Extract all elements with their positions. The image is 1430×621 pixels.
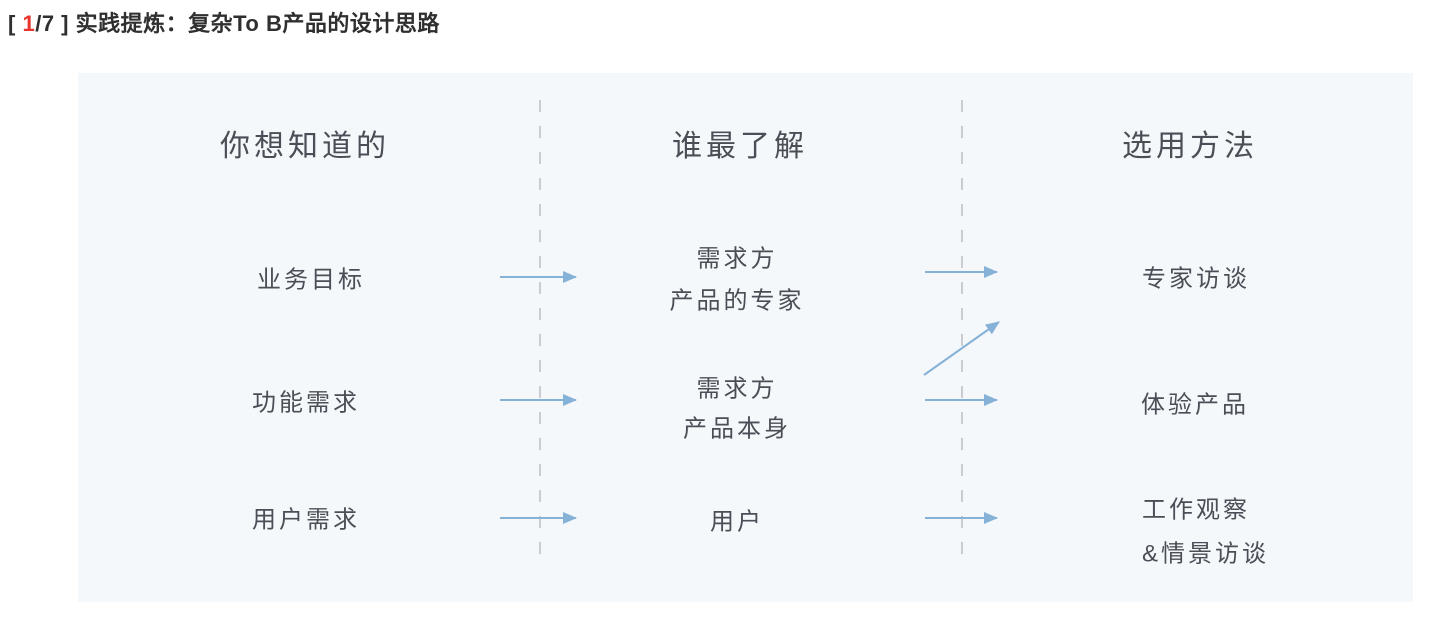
row3-method-label-line1: 工作观察	[1142, 496, 1250, 524]
page-title-bracket-open: [	[8, 11, 23, 36]
row2-method-label: 体验产品	[1141, 391, 1249, 419]
column-header-who-knows-best: 谁最了解	[672, 130, 808, 163]
row1-method-label: 专家访谈	[1142, 265, 1250, 293]
row1-who-label-line1: 需求方	[696, 245, 778, 273]
page-title-text: 实践提炼：复杂To B产品的设计思路	[75, 11, 440, 36]
row2-who-label-line2: 产品本身	[683, 415, 791, 443]
diagram-panel: 你想知道的 谁最了解 选用方法 业务目标 需求方 产品的专家 专家访谈 功能需求…	[78, 73, 1413, 602]
row3-who-label: 用户	[710, 508, 764, 536]
row3-method-label-line2: &情景访谈	[1142, 540, 1270, 568]
row1-want-label: 业务目标	[257, 266, 365, 294]
column-header-want-to-know: 你想知道的	[220, 130, 390, 163]
row3-want-label: 用户需求	[252, 506, 360, 534]
page-total: /7 ]	[35, 11, 76, 36]
row1-who-label-line2: 产品的专家	[669, 287, 805, 315]
arrow-up-right-icon	[923, 321, 1000, 376]
row2-who-label-line1: 需求方	[696, 375, 778, 403]
page-title: [ 1/7 ] 实践提炼：复杂To B产品的设计思路	[8, 6, 440, 38]
row2-want-label: 功能需求	[252, 389, 360, 417]
page-number: 1	[22, 11, 36, 36]
column-header-method: 选用方法	[1122, 130, 1258, 163]
